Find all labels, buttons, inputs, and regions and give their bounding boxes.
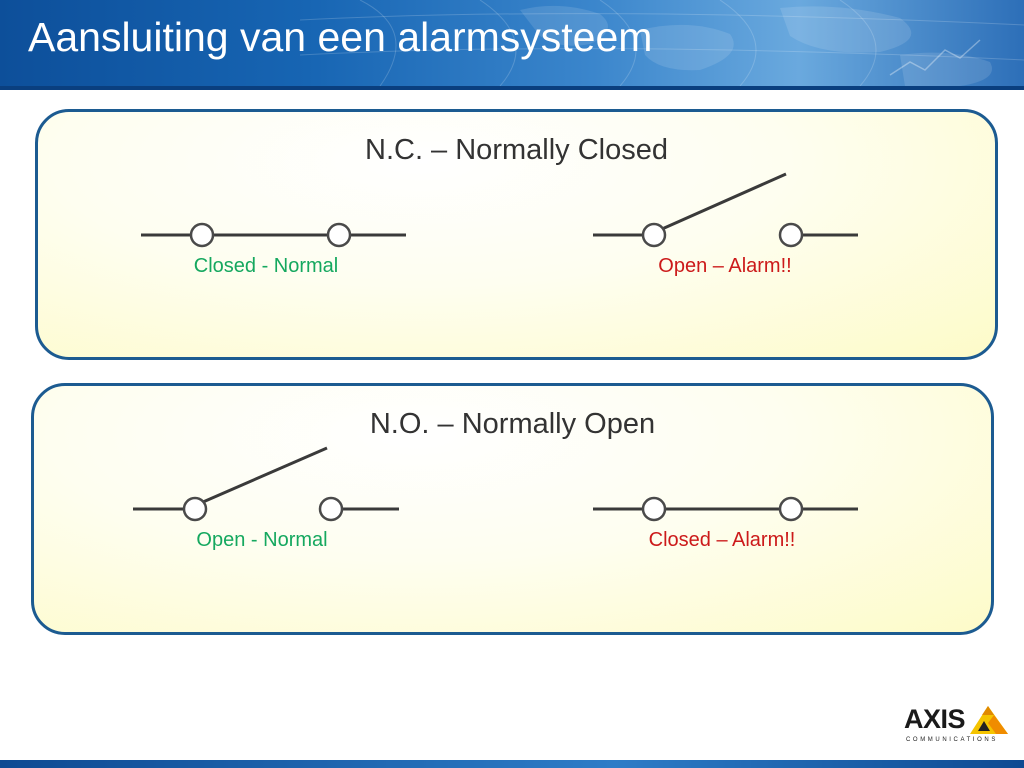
normally-closed-title: N.C. – Normally Closed [365, 134, 668, 166]
logo-subtitle: COMMUNICATIONS [906, 737, 998, 743]
header-banner: Aansluiting van een alarmsysteem [0, 0, 1024, 86]
nc-alarm-label: Open – Alarm!! [658, 255, 792, 277]
nc-normal-label: Closed - Normal [193, 255, 339, 277]
world-map-background [299, 0, 1024, 86]
page-title: Aansluiting van een alarmsysteem [28, 14, 653, 60]
normally-open-panel: N.O. – Normally Open [31, 383, 994, 635]
axis-triangle-icon [970, 706, 1008, 734]
footer-band [0, 760, 1024, 768]
normally-open-title: N.O. – Normally Open [369, 408, 656, 440]
axis-logo: AXIS COMMUNICATIONS [904, 702, 1012, 748]
logo-wordmark: AXIS [904, 704, 966, 734]
no-normal-label: Open - Normal [196, 529, 328, 551]
normally-closed-panel: N.C. – Normally Closed [35, 109, 998, 360]
no-alarm-label: Closed – Alarm!! [648, 529, 796, 551]
header-divider [0, 86, 1024, 90]
